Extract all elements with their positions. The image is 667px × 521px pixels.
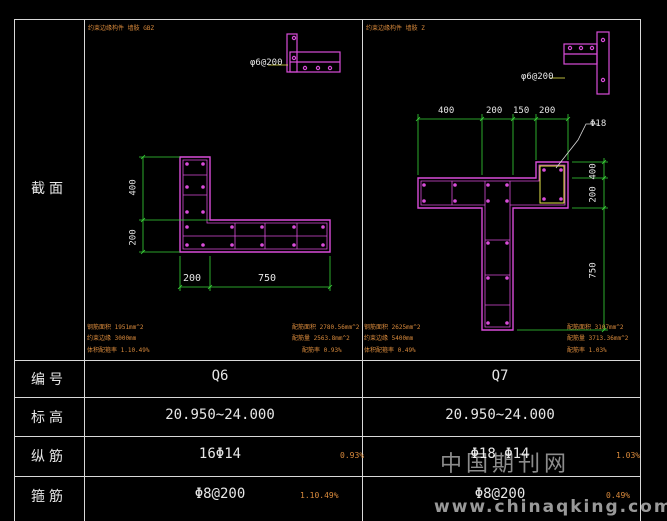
q7-note-right-2: 配筋量 3713.36mm^2 <box>567 335 629 342</box>
q6-note-left-2: 约束边缘 3000mm <box>87 335 137 342</box>
q7-tie-label: φ6@200 <box>521 72 554 82</box>
q7-dim-200b: 200 <box>539 106 556 116</box>
q7-note-left-3: 体积配箍率 0.49% <box>364 347 416 354</box>
grid-right <box>640 19 641 521</box>
q7-stirrup: Φ8@200 <box>474 486 526 502</box>
q7-id: Q7 <box>491 368 509 384</box>
row-label-id: 编号 <box>31 372 67 388</box>
q6-tie-label: φ6@200 <box>250 58 283 68</box>
q7-t-section <box>417 161 569 331</box>
q7-dim-side-400: 400 <box>588 163 599 180</box>
grid-row2 <box>14 397 641 398</box>
q7-note-left-1: 钢筋面积 2625mm^2 <box>364 324 421 331</box>
q6-longitudinal: 16Φ14 <box>198 446 242 462</box>
q7-dim-150: 150 <box>513 106 530 116</box>
watermark-url: www.chinaqking.com <box>434 497 667 517</box>
q7-longitudinal-ratio: 1.03% <box>616 451 641 460</box>
q6-l-section <box>179 156 331 253</box>
watermark-logo-text: 中国期刊网 <box>440 452 571 477</box>
q7-note-right-1: 配筋面积 3107mm^2 <box>567 324 624 331</box>
q7-bar-label: Φ18 <box>590 119 607 129</box>
grid-mid <box>362 19 363 521</box>
q7-note-right-3: 配筋率 1.03% <box>567 347 607 354</box>
q7-dim-200a: 200 <box>486 106 503 116</box>
q6-stirrup: Φ8@200 <box>194 486 246 502</box>
q6-dim-400: 400 <box>128 179 139 196</box>
q6-elevation: 20.950~24.000 <box>165 407 275 423</box>
q7-note-left-2: 约束边缘 5400mm <box>364 335 414 342</box>
q7-longitudinal: Φ18 Φ14 <box>470 446 530 462</box>
grid-labelcol <box>84 19 85 521</box>
grid-left <box>14 19 15 521</box>
row-label-section: 截面 <box>31 181 67 197</box>
q7-elevation: 20.950~24.000 <box>445 407 555 423</box>
q6-note-right-2: 配筋量 2563.8mm^2 <box>292 335 350 342</box>
q7-stirrup-ratio: 0.49% <box>606 491 631 500</box>
q6-tie-detail <box>286 33 341 73</box>
q6-dim-200-bottom: 200 <box>183 273 202 284</box>
q6-note-left-3: 体积配箍率 1.10.49% <box>87 347 150 354</box>
q7-dim-side-200: 200 <box>588 186 599 203</box>
row-label-stirrup: 箍筋 <box>31 489 67 505</box>
q6-dim-750: 750 <box>258 273 277 284</box>
q6-note-right-3: 配筋率 0.93% <box>302 347 342 354</box>
grid-top <box>14 19 641 20</box>
q6-dim-200-left: 200 <box>128 229 139 246</box>
q6-note-right-1: 配筋面积 2780.56mm^2 <box>292 324 360 331</box>
q7-dimensions <box>415 114 608 333</box>
grid-row3 <box>14 436 641 437</box>
q7-dim-750: 750 <box>588 262 599 279</box>
q7-tie-detail <box>563 31 610 95</box>
q6-note-left-1: 钢筋面积 1951mm^2 <box>87 324 144 331</box>
q7-header-note: 约束边缘构件 墙肢 Z <box>366 25 425 32</box>
q7-bars <box>422 168 563 325</box>
q6-id: Q6 <box>211 368 229 384</box>
q6-header-note: 约束边缘构件 墙肢 GBZ <box>88 25 155 32</box>
q6-dimensions <box>139 154 333 291</box>
q7-bar-leader <box>555 123 598 169</box>
q6-bars <box>185 162 325 247</box>
grid-row4 <box>14 476 641 477</box>
q7-dim-400: 400 <box>438 106 455 116</box>
row-label-elevation: 标高 <box>31 410 67 426</box>
grid-row1 <box>14 360 641 361</box>
row-label-longitudinal: 纵筋 <box>31 449 67 465</box>
q6-stirrup-ratio: 1.10.49% <box>300 491 339 500</box>
q6-longitudinal-ratio: 0.93% <box>340 451 365 460</box>
